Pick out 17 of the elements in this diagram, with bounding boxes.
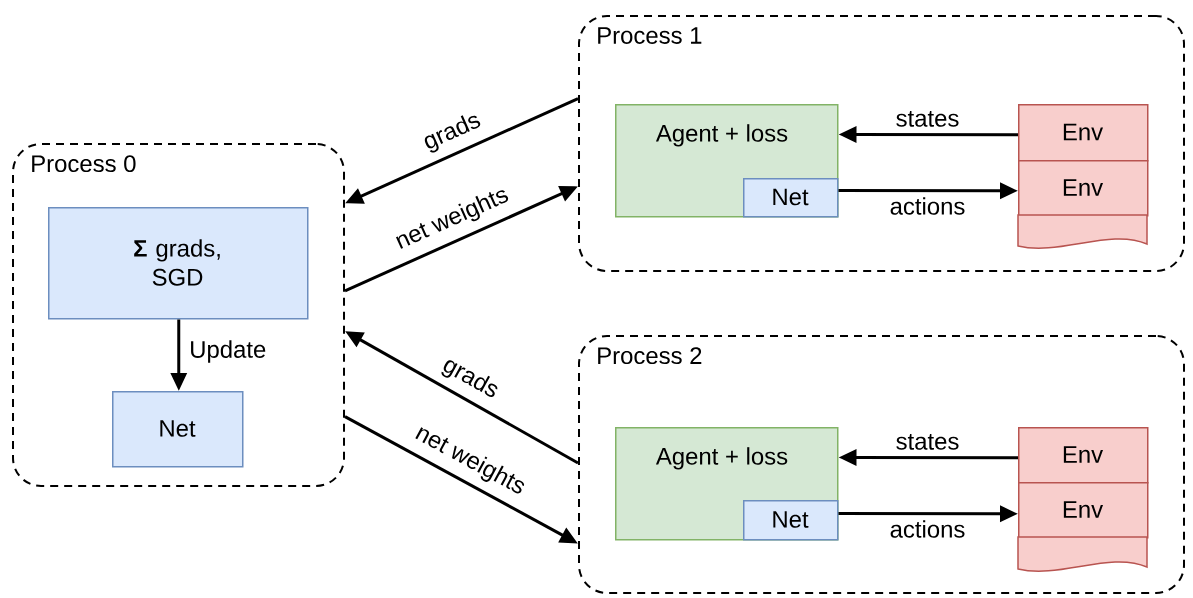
env-box: Env xyxy=(1018,427,1149,484)
env-box: Env xyxy=(1018,160,1149,217)
wavy-stack-bottom xyxy=(1017,536,1148,572)
wavy-stack-bottom xyxy=(1017,214,1148,249)
edge-label: grads xyxy=(437,352,504,405)
edge-label: actions xyxy=(890,197,965,215)
process-box: Net xyxy=(743,500,839,541)
env-box: Env xyxy=(1018,104,1149,162)
edge-label: actions xyxy=(890,520,965,538)
process-box: Σ grads, SGD xyxy=(48,207,309,320)
edge-label: states xyxy=(896,111,959,127)
env-box: Env xyxy=(1018,482,1149,539)
edge-label: Update xyxy=(188,339,268,364)
process-box: Net xyxy=(112,391,244,468)
edge-label: states xyxy=(896,434,959,450)
process-box: Net xyxy=(743,178,839,218)
edge-label: grads xyxy=(419,108,486,156)
